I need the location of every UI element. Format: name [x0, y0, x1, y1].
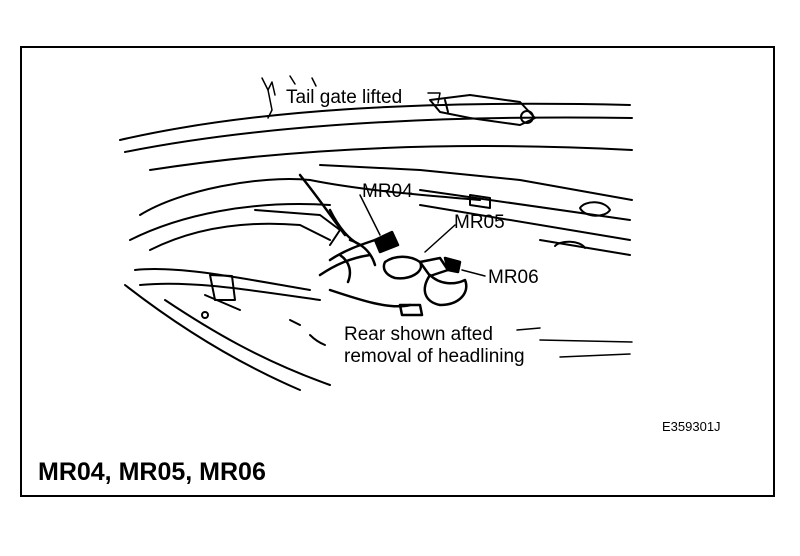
label-mr04: MR04 — [362, 181, 413, 202]
hinge-marks — [261, 75, 317, 119]
label-rear-note-line2: removal of headlining — [344, 346, 525, 367]
label-mr05: MR05 — [454, 212, 505, 233]
tailgate-panel — [119, 94, 633, 171]
label-rear-note-line1: Rear shown afted — [344, 324, 493, 345]
figure-frame — [20, 46, 775, 497]
pillar-trim — [124, 178, 341, 391]
wiring-harness — [298, 173, 468, 317]
label-mr06: MR06 — [488, 267, 539, 288]
figure-caption: MR04, MR05, MR06 — [38, 458, 266, 486]
figure-code: E359301J — [662, 419, 721, 434]
leader-lines — [359, 92, 633, 358]
label-tail-gate-lifted: Tail gate lifted — [286, 87, 403, 108]
roof-panel — [309, 164, 633, 256]
